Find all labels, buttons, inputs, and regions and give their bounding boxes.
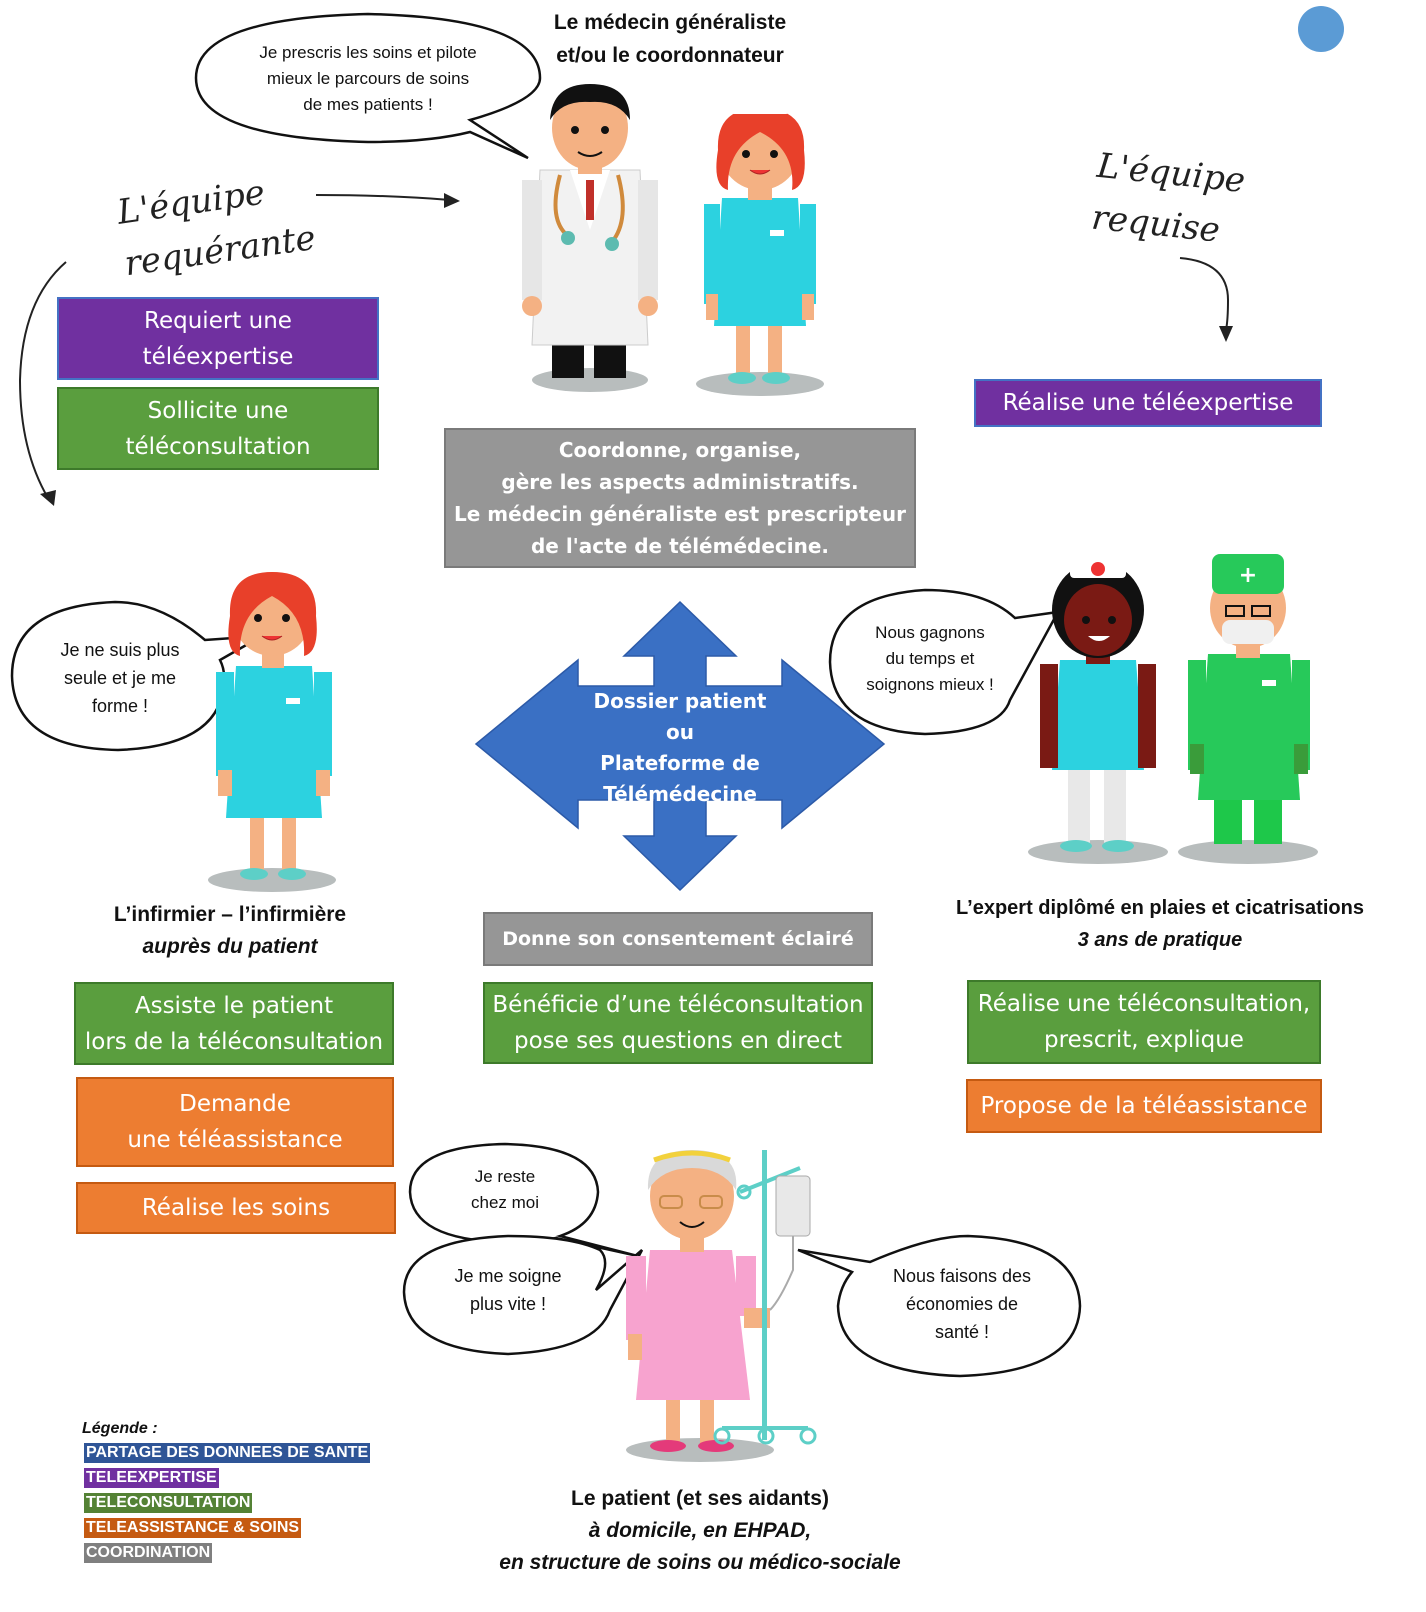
nurse-teleassistance-text: Demande une téléassistance: [127, 1091, 343, 1153]
nurse-care-text: Réalise les soins: [141, 1195, 331, 1221]
legend-item-teleassistance: TELEASSISTANCE & SOINS: [84, 1518, 302, 1538]
expert-title-line1: L’expert diplômé en plaies et cicatrisat…: [956, 897, 1364, 919]
nurse-title-line2: auprès du patient: [142, 935, 318, 958]
corner-dot-icon: [1298, 6, 1344, 52]
patient-savings-speech-bubble: [797, 1234, 1082, 1378]
requesting-teleexpertise-box: Requiert une téléexpertise: [57, 297, 379, 380]
expert-teleconsultation-text: Réalise une téléconsultation, prescrit, …: [977, 991, 1311, 1053]
required-teleexpertise-text: Réalise une téléexpertise: [1002, 390, 1294, 416]
requesting-teleconsultation-box: Sollicite une téléconsultation: [57, 387, 379, 470]
nurse-bubble-text: Je ne suis plus seule et je me forme !: [60, 640, 180, 716]
patient-teleconsultation-box: Bénéficie d’une téléconsultation pose se…: [483, 982, 873, 1064]
required-team-arrow-down: [1179, 257, 1233, 342]
patient-consent-box: Donne son consentement éclairé: [483, 912, 873, 966]
legend-item-coordination: COORDINATION: [84, 1543, 213, 1563]
legend-item-teleconsultation: TELECONSULTATION: [84, 1493, 253, 1513]
patient-savings-bubble-text: Nous faisons des économies de santé !: [892, 1266, 1032, 1342]
nurse-teleconsultation-text: Assiste le patient lors de la téléconsul…: [84, 992, 384, 1055]
expert-teleassistance-text: Propose de la téléassistance: [980, 1093, 1308, 1119]
patient-faster-bubble-text: Je me soigne plus vite !: [454, 1266, 562, 1314]
surgeon-figure: +: [1178, 554, 1318, 864]
expert-bubble-text: Nous gagnons du temps et soignons mieux …: [866, 623, 994, 694]
patient-title-line1: Le patient (et ses aidants): [571, 1487, 829, 1510]
patient-title-line3: en structure de soins ou médico-sociale: [499, 1551, 901, 1574]
doctor-bubble-text: Je prescris les soins et pilote mieux le…: [259, 43, 477, 114]
expert-speech-bubble: [828, 588, 1061, 736]
nurse-figure-left: [208, 546, 336, 892]
patient-home-bubble-text: Je reste chez moi: [470, 1167, 540, 1212]
patient-teleconsultation-text: Bénéficie d’une téléconsultation pose se…: [492, 992, 864, 1054]
nurse-care-box: Réalise les soins: [76, 1182, 396, 1234]
expert-teleassistance-box: Propose de la téléassistance: [966, 1079, 1322, 1133]
nurse-title-line1: L’infirmier – l’infirmière: [113, 903, 347, 926]
doctor-figure: [522, 84, 658, 392]
required-team-label: L'équipe requise: [1089, 145, 1248, 251]
coordination-text: Coordonne, organise, gère les aspects ad…: [454, 438, 906, 558]
nurse-teleconsultation-box: Assiste le patient lors de la téléconsul…: [74, 982, 394, 1065]
nurse-figure-top: [696, 98, 824, 396]
coordination-box: Coordonne, organise, gère les aspects ad…: [444, 428, 916, 568]
legend-item-data-sharing: PARTAGE DES DONNEES DE SANTE: [84, 1443, 371, 1463]
doctor-title: Le médecin généraliste et/ou le coordonn…: [553, 11, 787, 67]
central-four-way-arrow: [474, 600, 886, 892]
requesting-teleexpertise-text: Requiert une téléexpertise: [142, 307, 294, 370]
requesting-team-arrow-right: [315, 193, 460, 208]
expert-teleconsultation-box: Réalise une téléconsultation, prescrit, …: [967, 980, 1321, 1064]
requesting-team-arrow-down: [18, 261, 67, 506]
legend-item-teleexpertise: TELEEXPERTISE: [84, 1468, 219, 1488]
requesting-teleconsultation-text: Sollicite une téléconsultation: [125, 397, 311, 460]
expert-nurse-figure: [1028, 560, 1168, 864]
required-teleexpertise-box: Réalise une téléexpertise: [974, 379, 1322, 427]
patient-faster-speech-bubble: [402, 1234, 644, 1356]
legend-title: Légende :: [82, 1420, 158, 1437]
nurse-teleassistance-box: Demande une téléassistance: [76, 1077, 394, 1167]
svg-text:+: +: [1239, 563, 1257, 588]
patient-consent-text: Donne son consentement éclairé: [502, 928, 854, 950]
expert-title-line2: 3 ans de pratique: [1077, 929, 1243, 951]
doctor-speech-bubble: [194, 12, 542, 160]
patient-figure: [626, 1150, 817, 1462]
patient-title-line2: à domicile, en EHPAD,: [588, 1519, 812, 1542]
center-platform-label: Dossier patient ou Plateforme de Téléméd…: [593, 689, 767, 806]
